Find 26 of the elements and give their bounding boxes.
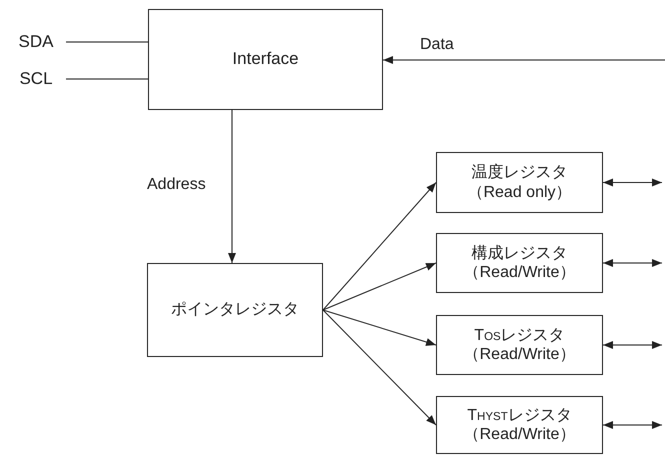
register-box [436, 396, 603, 454]
register-box [436, 152, 603, 213]
arrow [322, 310, 436, 426]
box-label: Interface [232, 49, 299, 70]
box-label: （Read/Write） [464, 263, 576, 282]
arrow [322, 182, 436, 310]
register-box [147, 263, 323, 357]
signal-label: SCL [19, 68, 53, 90]
arrow [322, 262, 436, 310]
arrow [228, 110, 236, 264]
box-label: （Read/Write） [464, 425, 576, 444]
arrow [602, 341, 662, 349]
box-label: ポインタレジスタ [171, 300, 299, 320]
register-box [148, 9, 383, 110]
arrow [602, 421, 662, 429]
register-box [436, 315, 603, 375]
box-label: 温度レジスタ [472, 163, 568, 182]
box-label: （Read only） [467, 182, 572, 202]
box-label: 構成レジスタ [472, 244, 568, 263]
arrow [602, 259, 662, 267]
box-label: （Read/Write） [464, 345, 576, 364]
arrow [602, 178, 662, 186]
signal-label: SDA [18, 32, 54, 52]
arrow [382, 56, 665, 64]
register-box [436, 233, 603, 293]
arrow [322, 310, 436, 346]
